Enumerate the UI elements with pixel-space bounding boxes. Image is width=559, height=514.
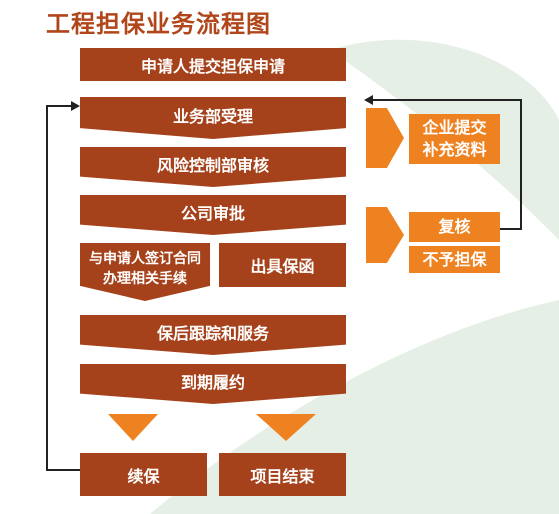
- step-renew: 续保: [80, 453, 207, 496]
- supplement-line1: 企业提交: [422, 118, 487, 137]
- supplement-line2: 补充资料: [422, 140, 487, 159]
- step-risk-review-label: 风险控制部审核: [156, 155, 269, 175]
- step-sign-contract-line2: 办理相关手续: [103, 270, 187, 287]
- step-company-approval-label: 公司审批: [180, 203, 245, 223]
- step-business-accept-label: 业务部受理: [172, 106, 253, 126]
- step-project-end-label: 项目结束: [250, 466, 315, 486]
- recheck-loop-arrowhead: [364, 95, 373, 105]
- recheck-box: 复核: [409, 212, 500, 242]
- step-renew-label: 续保: [127, 466, 160, 486]
- step-maturity-label: 到期履约: [180, 372, 245, 392]
- step-project-end: 项目结束: [219, 453, 346, 496]
- step-submit-application-label: 申请人提交担保申请: [140, 56, 285, 76]
- renew-loop-line: [46, 105, 80, 471]
- recheck-loop-line: [372, 99, 522, 230]
- reject-box: 不予担保: [409, 246, 500, 273]
- leaf-shape-top: [330, 39, 559, 240]
- step-issue-letter-label: 出具保函: [250, 257, 315, 276]
- step-submit-application: 申请人提交担保申请: [80, 48, 346, 81]
- step-issue-letter: 出具保函: [219, 243, 346, 287]
- renew-loop-arrowhead: [71, 101, 80, 111]
- step-sign-contract-line1: 与申请人签订合同: [89, 250, 201, 267]
- supplement-materials-box: 企业提交 补充资料: [409, 114, 500, 164]
- diagram-title: 工程担保业务流程图: [46, 10, 271, 38]
- reject-label: 不予担保: [422, 249, 487, 269]
- step-post-followup-label: 保后跟踪和服务: [156, 323, 269, 343]
- recheck-label: 复核: [438, 217, 471, 236]
